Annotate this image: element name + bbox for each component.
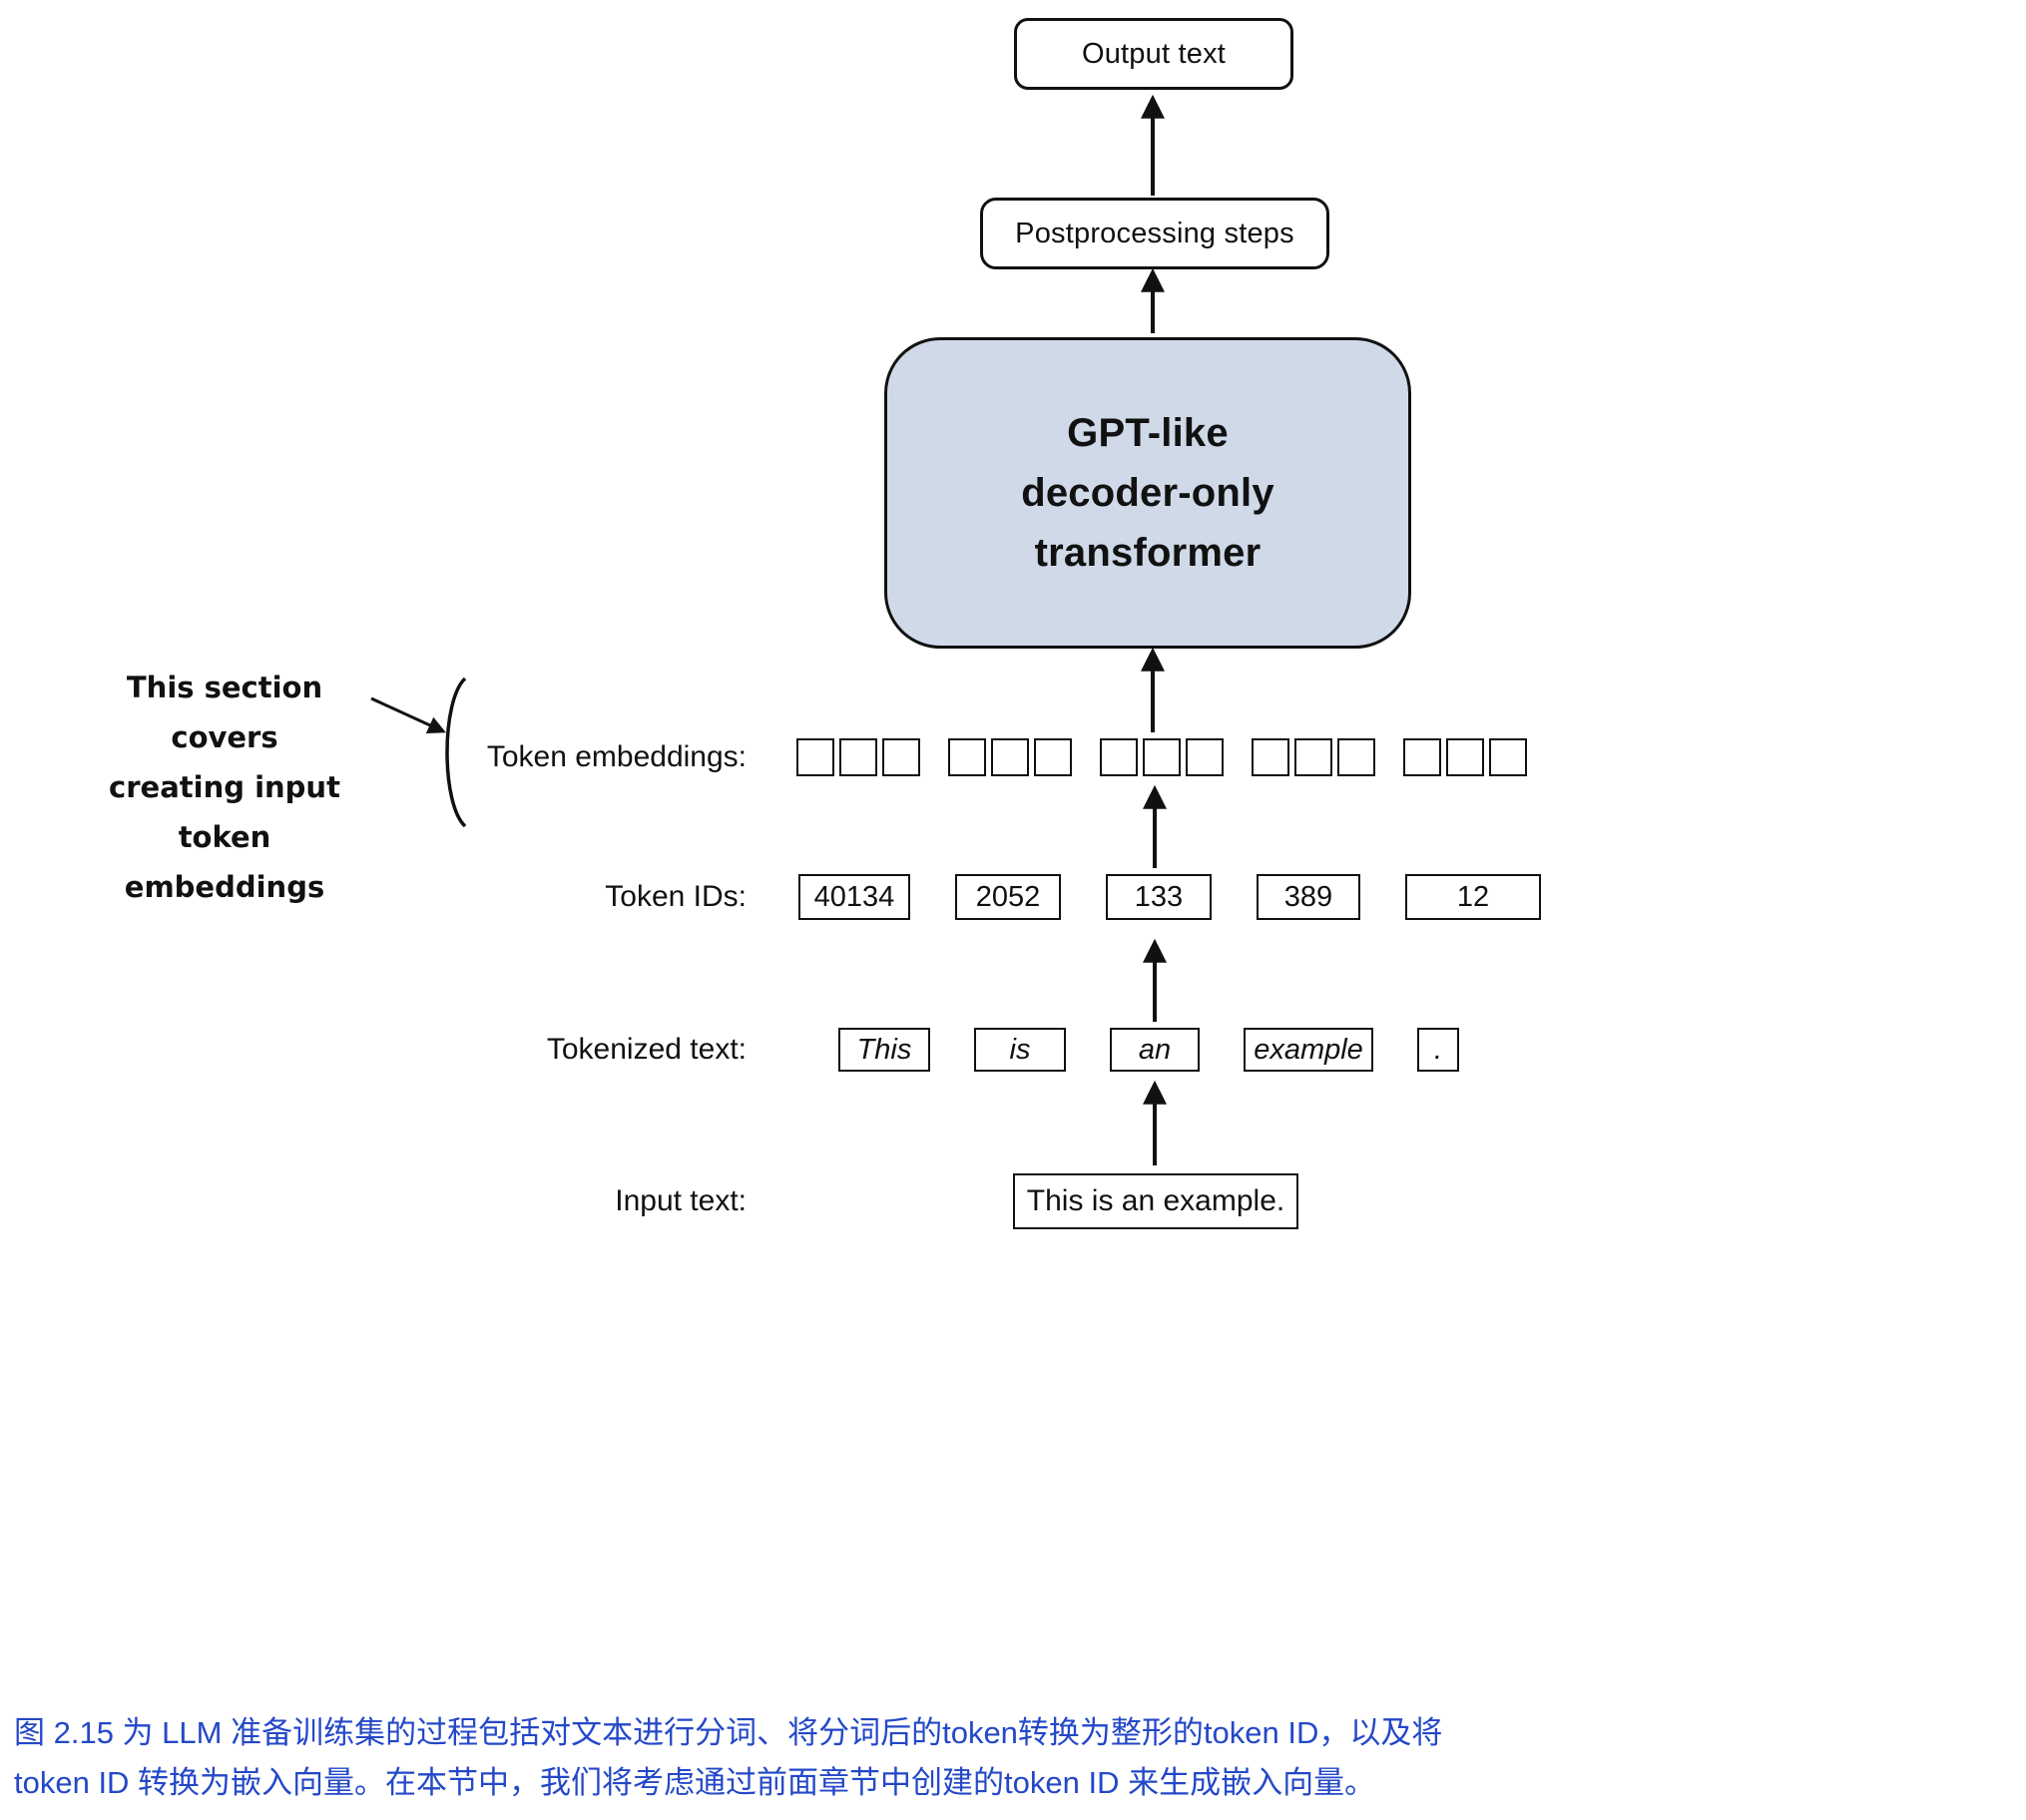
embedding-cell [1337, 738, 1375, 776]
annotation-arrow-icon [370, 696, 446, 733]
annotation-line-3: embeddings [124, 870, 325, 904]
token-embeddings-label: Token embeddings: [486, 740, 747, 773]
caption-line-2: token ID 转换为嵌入向量。在本节中，我们将考虑通过前面章节中创建的tok… [14, 1765, 1376, 1800]
embedding-cell [1294, 738, 1332, 776]
embedding-cell [839, 738, 877, 776]
annotation-line-1: This section covers [126, 671, 323, 754]
token-box: an [1110, 1028, 1200, 1072]
token-ids-row: 40134 2052 133 389 12 [798, 874, 1541, 920]
embedding-cell [1034, 738, 1072, 776]
embedding-cell [1143, 738, 1181, 776]
postprocessing-label: Postprocessing steps [1015, 217, 1294, 249]
tokenized-text-label: Tokenized text: [546, 1033, 747, 1066]
embedding-cell [1489, 738, 1527, 776]
embedding-vector [1252, 738, 1375, 776]
embedding-cell [991, 738, 1029, 776]
token-box: example [1244, 1028, 1373, 1072]
gpt-box-line-1: GPT-like [1067, 411, 1229, 455]
embedding-vector [796, 738, 920, 776]
output-text-label: Output text [1081, 37, 1227, 70]
embedding-vector [1100, 738, 1224, 776]
output-text-box: Output text [1014, 18, 1293, 90]
token-ids-label: Token IDs: [605, 880, 747, 913]
figure-caption: 图 2.15 为 LLM 准备训练集的过程包括对文本进行分词、将分词后的toke… [14, 1708, 1442, 1808]
annotation-line-2: creating input token [109, 770, 340, 854]
input-text-box: This is an example. [1013, 1173, 1298, 1229]
token-box: is [974, 1028, 1066, 1072]
gpt-box-line-3: transformer [1034, 531, 1262, 575]
embedding-vector [1403, 738, 1527, 776]
token-id-box: 389 [1257, 874, 1360, 920]
input-text-value: This is an example. [1026, 1184, 1285, 1217]
embedding-vector [948, 738, 1072, 776]
postprocessing-box: Postprocessing steps [980, 198, 1329, 269]
token-box: This [838, 1028, 930, 1072]
embedding-cell [1100, 738, 1138, 776]
tokenized-text-row: This is an example . [838, 1028, 1459, 1072]
embedding-cell [796, 738, 834, 776]
input-text-label: Input text: [615, 1184, 747, 1217]
gpt-box-line-2: decoder-only [1021, 471, 1274, 515]
token-id-box: 40134 [798, 874, 910, 920]
token-id-box: 133 [1106, 874, 1212, 920]
token-id-box: 2052 [955, 874, 1061, 920]
token-box: . [1417, 1028, 1459, 1072]
embedding-cell [1252, 738, 1289, 776]
caption-line-1: 图 2.15 为 LLM 准备训练集的过程包括对文本进行分词、将分词后的toke… [14, 1715, 1443, 1750]
section-annotation: This section covers creating input token… [80, 663, 369, 912]
embedding-cell [1186, 738, 1224, 776]
gpt-transformer-box: GPT-like decoder-only transformer [884, 337, 1411, 649]
embedding-cell [882, 738, 920, 776]
embedding-cell [1446, 738, 1484, 776]
embedding-cell [948, 738, 986, 776]
token-embeddings-row [796, 738, 1527, 776]
token-id-box: 12 [1405, 874, 1541, 920]
embedding-cell [1403, 738, 1441, 776]
